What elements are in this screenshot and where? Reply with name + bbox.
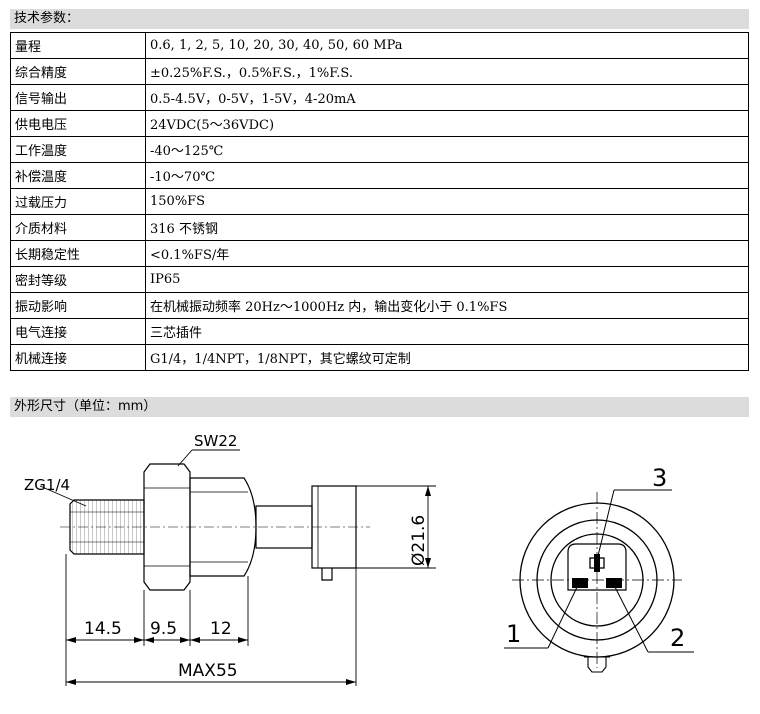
- connector-end-view: [512, 492, 682, 673]
- thread-label: ZG1/4: [24, 476, 70, 494]
- spec-label: 电气连接: [10, 318, 146, 345]
- spec-row: 长期稳定性<0.1%FS/年: [10, 240, 749, 267]
- spec-label: 补偿温度: [10, 162, 146, 189]
- spec-value: 24VDC(5～36VDC): [145, 110, 749, 137]
- spec-label: 过载压力: [10, 188, 146, 215]
- spec-row: 工作温度-40～125℃: [10, 136, 749, 163]
- dim-total-length: MAX55: [178, 661, 238, 681]
- spec-value: 0.6, 1, 2, 5, 10, 20, 30, 40, 50, 60 MPa: [145, 32, 749, 59]
- spec-value: -40～125℃: [145, 136, 749, 163]
- spec-label: 机械连接: [10, 344, 146, 371]
- dim-hex-length: 9.5: [150, 619, 177, 639]
- connector-latch: [321, 568, 333, 581]
- dimension-drawing: ZG1/4 SW22 Ø21.6 14.5 9.5 12 MAX55: [24, 432, 694, 686]
- spec-label: 信号输出: [10, 84, 146, 111]
- connector-key: [587, 657, 607, 673]
- spec-value: IP65: [145, 266, 749, 293]
- spec-label: 供电电压: [10, 110, 146, 137]
- spec-value: 三芯插件: [145, 318, 749, 345]
- spec-row: 综合精度±0.25%F.S.，0.5%F.S.，1%F.S.: [10, 58, 749, 85]
- diameter-label: Ø21.6: [409, 515, 429, 566]
- connector-pins: [572, 554, 622, 588]
- spec-label: 振动影响: [10, 292, 146, 319]
- spec-value: 0.5-4.5V，0-5V，1-5V，4-20mA: [145, 84, 749, 111]
- sensor-side-view: [60, 463, 370, 591]
- pin-1-label: 1: [506, 620, 521, 648]
- spec-label: 介质材料: [10, 214, 146, 241]
- hex-label: SW22: [194, 432, 237, 450]
- spec-label: 综合精度: [10, 58, 146, 85]
- spec-value: 在机械振动频率 20Hz～1000Hz 内，输出变化小于 0.1%FS: [145, 292, 749, 319]
- spec-section-title: 技术参数：: [10, 9, 749, 29]
- spec-label: 工作温度: [10, 136, 146, 163]
- spec-value: 150%FS: [145, 188, 749, 215]
- pin-3-label: 3: [652, 464, 667, 492]
- spec-label: 量程: [10, 32, 146, 59]
- spec-value: -10～70℃: [145, 162, 749, 189]
- spec-value: <0.1%FS/年: [145, 240, 749, 267]
- spec-label: 长期稳定性: [10, 240, 146, 267]
- spec-row: 补偿温度-10～70℃: [10, 162, 749, 189]
- dim-thread-length: 14.5: [84, 619, 122, 639]
- spec-value: 316 不锈钢: [145, 214, 749, 241]
- dim-body-length: 12: [210, 619, 232, 639]
- spec-row: 振动影响在机械振动频率 20Hz～1000Hz 内，输出变化小于 0.1%FS: [10, 292, 749, 319]
- spec-value: G1/4，1/4NPT，1/8NPT，其它螺纹可定制: [145, 344, 749, 371]
- spec-row: 电气连接三芯插件: [10, 318, 749, 345]
- connector-insert: [567, 543, 627, 591]
- pin-2-label: 2: [670, 624, 685, 652]
- dimension-section-title: 外形尺寸（单位：mm）: [10, 397, 749, 417]
- spec-value: ±0.25%F.S.，0.5%F.S.，1%F.S.: [145, 58, 749, 85]
- spec-label: 密封等级: [10, 266, 146, 293]
- hex-nut: [143, 463, 191, 591]
